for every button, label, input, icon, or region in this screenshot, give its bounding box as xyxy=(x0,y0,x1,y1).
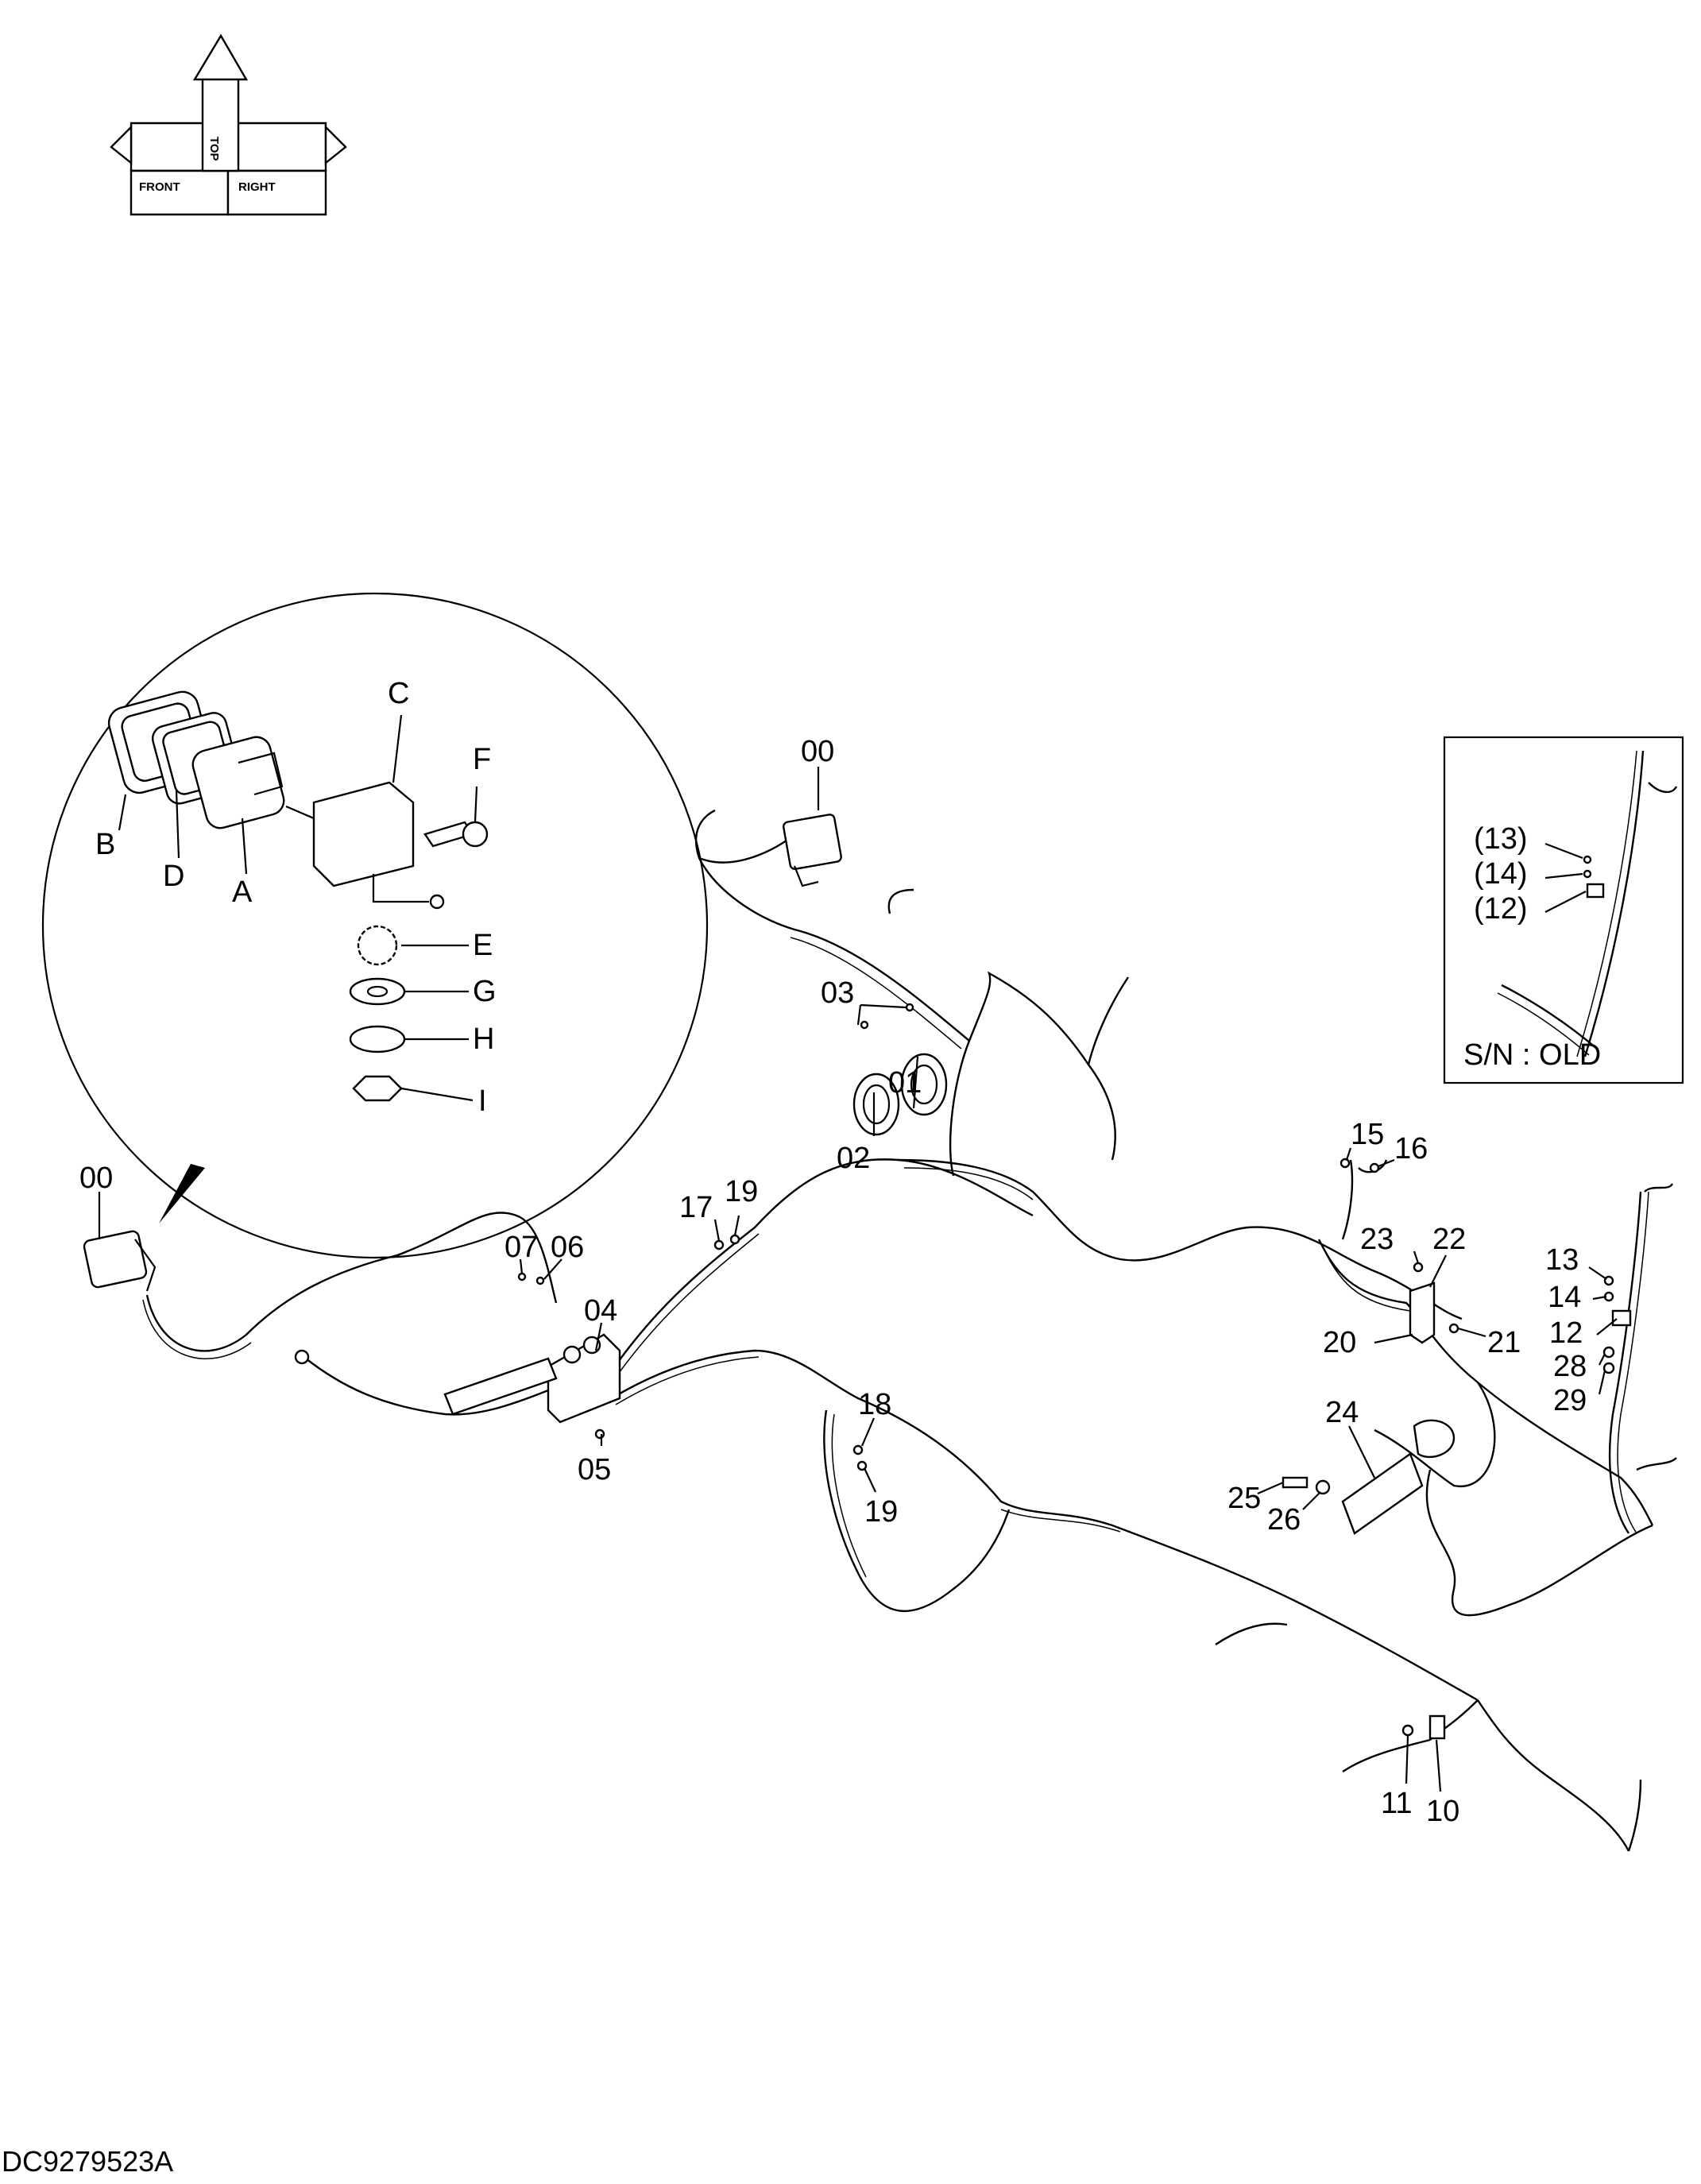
callout-labels: 00 00 03 01 02 07 06 04 05 17 19 18 19 1… xyxy=(79,735,1587,1828)
callout-04: 04 xyxy=(584,1294,617,1328)
main-harness xyxy=(142,809,1677,1852)
front-label: FRONT xyxy=(139,180,180,194)
callout-05: 05 xyxy=(578,1453,611,1486)
orientation-compass: FRONT RIGHT TOP xyxy=(110,33,347,216)
callout-18: 18 xyxy=(858,1388,891,1421)
right-label: RIGHT xyxy=(238,180,276,194)
inset-label-14: (14) xyxy=(1474,857,1528,891)
detail-label-h: H xyxy=(473,1022,494,1056)
callout-00-upper: 00 xyxy=(801,735,834,768)
callout-29: 29 xyxy=(1553,1384,1587,1417)
callout-07: 07 xyxy=(505,1231,538,1264)
callout-02: 02 xyxy=(837,1142,870,1175)
callout-11: 11 xyxy=(1381,1787,1412,1820)
inset-label-12: (12) xyxy=(1474,892,1528,926)
callout-19-a: 19 xyxy=(725,1175,758,1208)
components xyxy=(83,814,1632,1740)
detail-label-e: E xyxy=(473,929,493,962)
detail-label-a: A xyxy=(232,876,253,909)
detail-label-c: C xyxy=(388,677,409,710)
inset-old-serial: (13) (14) (12) S/N : OLD xyxy=(1443,736,1684,1084)
callout-14: 14 xyxy=(1548,1281,1581,1314)
drawing-code: DC9279523A xyxy=(2,2145,174,2178)
callout-21: 21 xyxy=(1487,1326,1521,1359)
callout-23: 23 xyxy=(1360,1223,1394,1256)
callout-12: 12 xyxy=(1549,1316,1583,1350)
callout-06: 06 xyxy=(551,1231,584,1264)
callout-24: 24 xyxy=(1325,1396,1359,1429)
callout-26: 26 xyxy=(1267,1503,1301,1537)
callout-16: 16 xyxy=(1394,1132,1428,1165)
callout-25: 25 xyxy=(1227,1482,1261,1515)
callout-17: 17 xyxy=(679,1191,713,1224)
detail-label-d: D xyxy=(163,860,184,893)
callout-22: 22 xyxy=(1432,1223,1466,1256)
top-label: TOP xyxy=(207,137,221,161)
callout-19-b: 19 xyxy=(864,1495,898,1529)
callout-13: 13 xyxy=(1545,1243,1579,1277)
leader-lines xyxy=(98,767,1618,1792)
detail-circle: B D A C F E G H I xyxy=(41,592,709,1259)
callout-01: 01 xyxy=(888,1066,922,1100)
detail-label-f: F xyxy=(473,743,491,776)
callout-28: 28 xyxy=(1553,1350,1587,1383)
callout-00-main: 00 xyxy=(79,1162,113,1195)
callout-10: 10 xyxy=(1426,1795,1459,1828)
detail-label-b: B xyxy=(95,828,115,861)
callout-15: 15 xyxy=(1351,1118,1384,1151)
callout-20: 20 xyxy=(1323,1326,1356,1359)
inset-label-13: (13) xyxy=(1474,822,1528,856)
inset-caption: S/N : OLD xyxy=(1463,1038,1601,1072)
detail-label-i: I xyxy=(478,1084,487,1118)
detail-label-g: G xyxy=(473,975,497,1008)
callout-03: 03 xyxy=(821,976,854,1010)
